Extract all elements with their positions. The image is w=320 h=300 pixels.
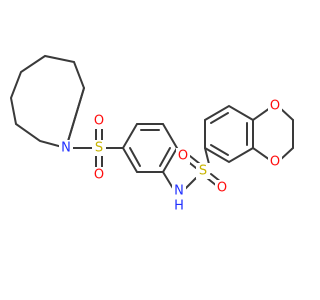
atom-n-ring: N: [59, 140, 73, 156]
atom-o-left-top-label: O: [94, 114, 104, 129]
molecule-structure: N S O O N H S O O: [9, 54, 294, 214]
azepane-n-bond: [65, 87, 85, 149]
atom-s-right-label: S: [199, 164, 207, 179]
dioxane-o2-bond: [252, 147, 271, 161]
atom-nh: N H: [172, 184, 186, 214]
atom-o-right-top: O: [176, 148, 190, 164]
atom-o-dioxane-top-label: O: [270, 99, 280, 114]
atom-o-left-bottom-label: O: [94, 168, 104, 183]
atom-o-left-top: O: [92, 113, 106, 129]
benzodioxane-benzene: [204, 104, 254, 164]
bonds: [9, 54, 294, 191]
atom-o-right-top-label: O: [178, 149, 188, 164]
azepane-ring-bonds: [9, 54, 86, 149]
atom-nh-h-label: H: [174, 199, 184, 214]
s2-aromatic-bond: [204, 147, 210, 165]
benzene-inner-2: [159, 147, 171, 167]
s2-o-left-2: [189, 155, 201, 165]
atom-o-right-bottom: O: [215, 180, 229, 196]
atom-o-dioxane-top: O: [268, 98, 282, 114]
bd-inner-1: [210, 112, 229, 124]
atom-labels: N S O O N H S O O: [59, 98, 282, 214]
dioxane-o1-c-bond: [279, 107, 294, 121]
atom-o-left-bottom: O: [92, 167, 106, 183]
bd-inner-3: [210, 144, 229, 156]
atom-o-dioxane-bottom: O: [268, 154, 282, 170]
atom-s-left-label: S: [95, 141, 103, 156]
dioxane-o1-bond: [252, 107, 271, 121]
benzene-inner-3: [129, 147, 141, 167]
atom-nh-n-label: N: [174, 184, 184, 199]
atom-n-ring-label: N: [61, 141, 71, 156]
atom-s-right: S: [196, 163, 210, 179]
atom-o-dioxane-bottom-label: O: [270, 155, 280, 170]
dioxane-c-o2-bond: [279, 147, 294, 161]
atom-o-right-bottom-label: O: [217, 181, 227, 196]
atom-s-left: S: [92, 140, 106, 156]
